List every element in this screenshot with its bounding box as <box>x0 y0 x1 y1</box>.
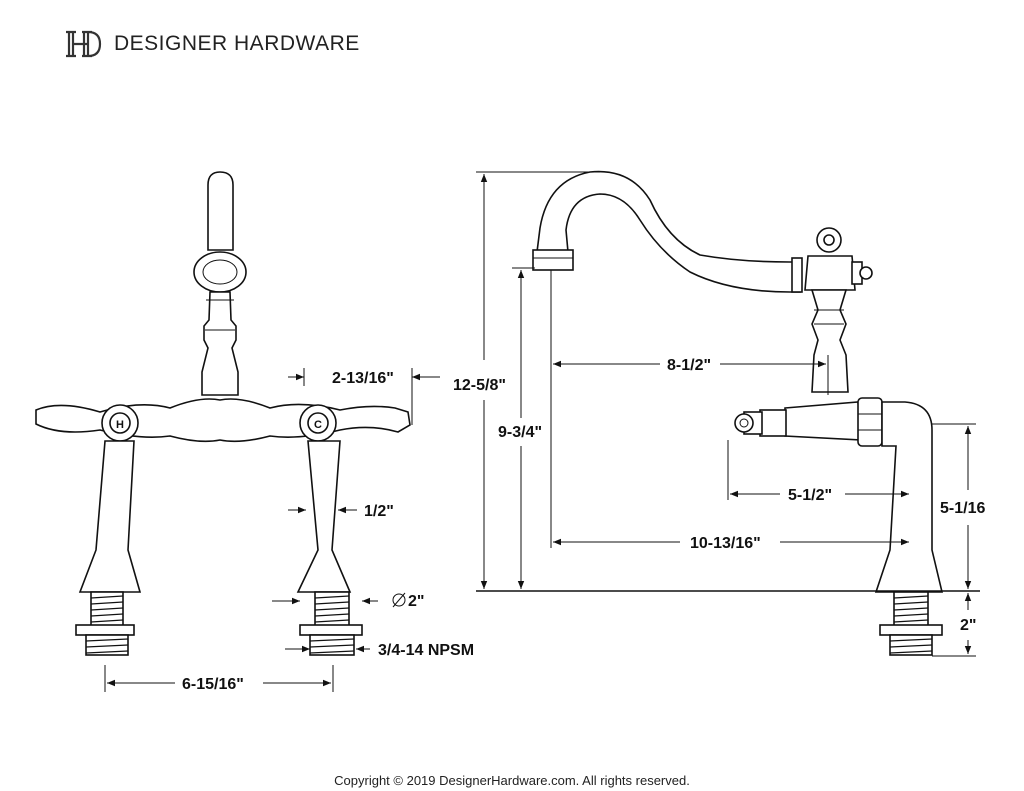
svg-text:H: H <box>116 419 124 431</box>
dim-spout-height: 9-3/4" <box>498 424 542 441</box>
front-view: H C 2-13/16" <box>35 171 474 693</box>
dim-handle-reach: 5-1/2" <box>788 487 832 504</box>
dim-shank-length: 2" <box>960 617 976 634</box>
dim-spread-top: 2-13/16" <box>332 370 394 387</box>
copyright-notice: Copyright © 2019 DesignerHardware.com. A… <box>334 773 690 788</box>
brand-name: DESIGNER HARDWARE <box>114 32 360 55</box>
dh-monogram-icon <box>66 30 102 58</box>
brand-header: DESIGNER HARDWARE <box>64 26 360 62</box>
dim-total-height: 12-5/8" <box>453 377 506 394</box>
dim-spout-reach-upper: 8-1/2" <box>667 357 711 374</box>
dim-handle-offset: 1/2" <box>364 503 394 520</box>
side-view: 12-5/8" 9-3/4" 8-1/2" 5-1/2" 10-13/16" 5… <box>453 170 985 657</box>
svg-text:C: C <box>314 419 322 431</box>
dim-riser-height: 5-1/16 <box>940 500 985 517</box>
dim-thread-spec: 3/4-14 NPSM <box>378 642 474 659</box>
dim-shank-diameter: 2" <box>408 593 424 610</box>
dim-center-spread: 6-15/16" <box>182 676 244 693</box>
dim-spout-reach-lower: 10-13/16" <box>690 535 761 552</box>
